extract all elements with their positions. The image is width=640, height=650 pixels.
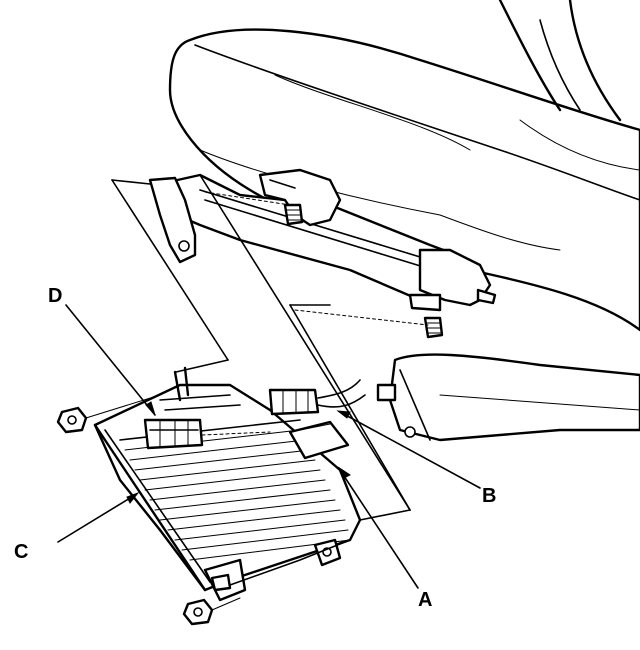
- connector-b: [268, 379, 366, 416]
- seat-rail-bracket: [148, 168, 497, 339]
- callout-label-d: D: [48, 285, 62, 307]
- seat-cushion: [168, 0, 640, 332]
- callout-label-a: A: [418, 589, 432, 611]
- leader-lines: [57, 304, 481, 589]
- nut-lower-left: [182, 597, 241, 626]
- nut-upper-left: [56, 394, 161, 434]
- connector-a: [288, 420, 350, 460]
- callout-label-b: B: [482, 485, 496, 507]
- callout-label-c: C: [14, 541, 28, 563]
- exploded-view-frame: [111, 174, 411, 521]
- connector-d: [143, 418, 271, 450]
- seat-rail-cover: [376, 353, 640, 442]
